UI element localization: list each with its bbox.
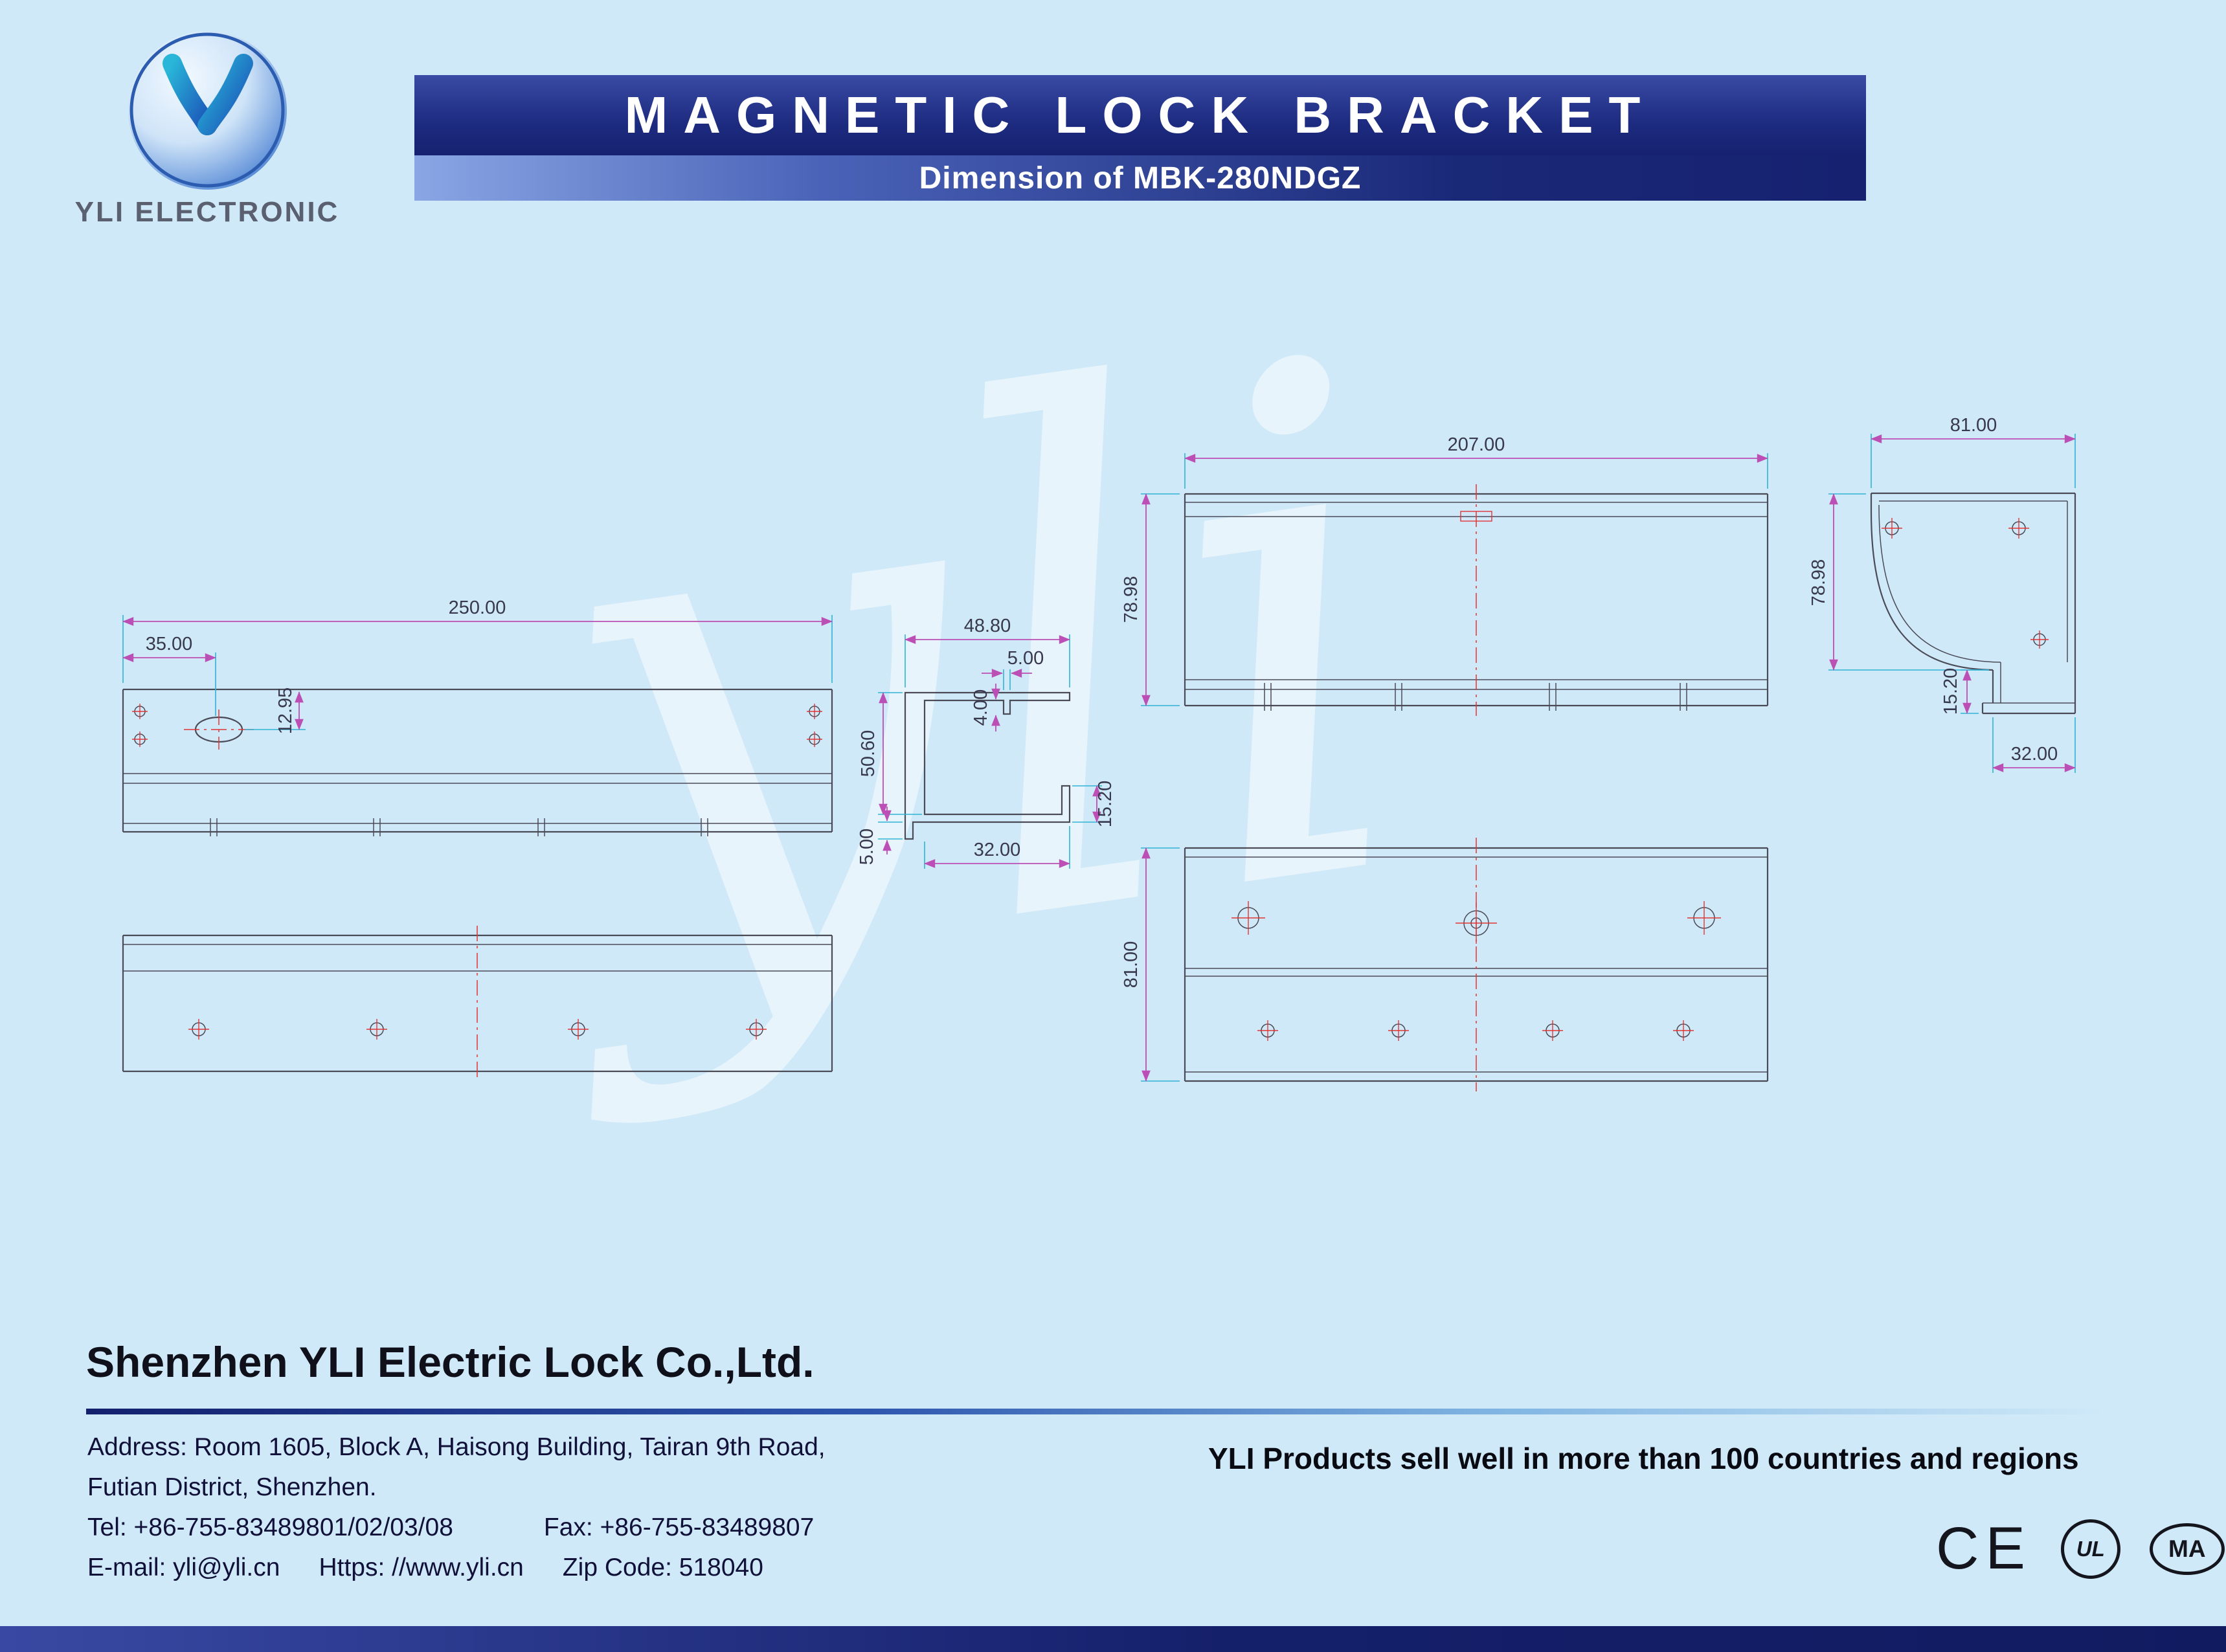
bottom-accent-bar	[0, 1626, 2226, 1652]
dim-32-section: 32.00	[2011, 744, 2058, 765]
dim-250: 250.00	[449, 597, 506, 618]
l-section-view: 48.80 5.00 4.00 50.60 15.20	[857, 616, 1116, 869]
ma-mark-icon: MA	[2149, 1523, 2225, 1575]
dim-12-95: 12.95	[275, 687, 296, 735]
dim-15-20-section: 15.20	[1940, 668, 1961, 715]
tel-text: Tel: +86-755-83489801/02/03/08	[87, 1513, 453, 1541]
dim-81-top: 81.00	[1950, 415, 1997, 436]
mount-holes-small	[1257, 1020, 1694, 1041]
ce-mark-icon: CE	[1936, 1515, 2032, 1581]
footer-divider	[86, 1409, 2145, 1414]
website-text: Https: //www.yli.cn	[319, 1554, 524, 1581]
company-name: Shenzhen YLI Electric Lock Co.,Ltd.	[86, 1338, 815, 1386]
yli-logo-y-icon	[129, 32, 284, 188]
email-line: E-mail: yli@yli.cn Https: //www.yli.cn Z…	[87, 1554, 763, 1582]
certification-marks: CE UL MA	[1936, 1515, 2225, 1583]
title-banner: MAGNETIC LOCK BRACKET Dimension of MBK-2…	[414, 75, 1866, 201]
dim-81-plan: 81.00	[1121, 941, 1141, 988]
curved-section-view: 81.00 78.98 15.20 32.00	[1808, 415, 2076, 773]
fax-text: Fax: +86-755-83489807	[543, 1513, 815, 1541]
dim-32-l: 32.00	[974, 840, 1021, 860]
address-line-2: Futian District, Shenzhen.	[87, 1473, 377, 1501]
zip-text: Zip Code: 518040	[562, 1554, 763, 1581]
page-title: MAGNETIC LOCK BRACKET	[414, 75, 1866, 155]
page-subtitle: Dimension of MBK-280NDGZ	[414, 155, 1866, 201]
dim-78-98-section: 78.98	[1808, 559, 1829, 607]
hatch-ticks	[210, 818, 708, 836]
dim-5-stub: 5.00	[1007, 648, 1044, 669]
brand-name: YLI ELECTRONIC	[74, 196, 340, 228]
screw-holes	[132, 704, 822, 747]
side-view: 250.00 35.00 12.95	[122, 597, 833, 836]
dim-5-lip: 5.00	[857, 829, 877, 865]
dim-4: 4.00	[971, 689, 991, 726]
front-view: 207.00 78.98	[1121, 434, 1769, 716]
dim-78-98-front: 78.98	[1121, 576, 1141, 623]
dim-35: 35.00	[146, 634, 193, 654]
dim-15-20-l: 15.20	[1095, 781, 1116, 828]
yli-logo-icon	[128, 31, 287, 190]
brand-logo-block: YLI ELECTRONIC	[49, 31, 366, 229]
plan-view: 81.00	[1121, 838, 1769, 1091]
long-bracket-plan-view	[122, 926, 833, 1081]
mount-holes	[188, 1019, 767, 1040]
address-line-1: Address: Room 1605, Block A, Haisong Bui…	[87, 1433, 826, 1461]
screw-holes	[1882, 518, 2049, 649]
technical-drawings: 250.00 35.00 12.95	[122, 415, 2076, 1091]
dim-50-60: 50.60	[858, 730, 879, 777]
ul-mark-icon: UL	[2060, 1519, 2120, 1579]
hatch-ticks	[1264, 683, 1687, 711]
email-text: E-mail: yli@yli.cn	[87, 1554, 280, 1581]
dim-207: 207.00	[1448, 434, 1505, 455]
marketing-tagline: YLI Products sell well in more than 100 …	[1208, 1442, 2079, 1475]
dim-48-80: 48.80	[964, 616, 1011, 636]
phone-line: Tel: +86-755-83489801/02/03/08 Fax: +86-…	[87, 1513, 814, 1542]
